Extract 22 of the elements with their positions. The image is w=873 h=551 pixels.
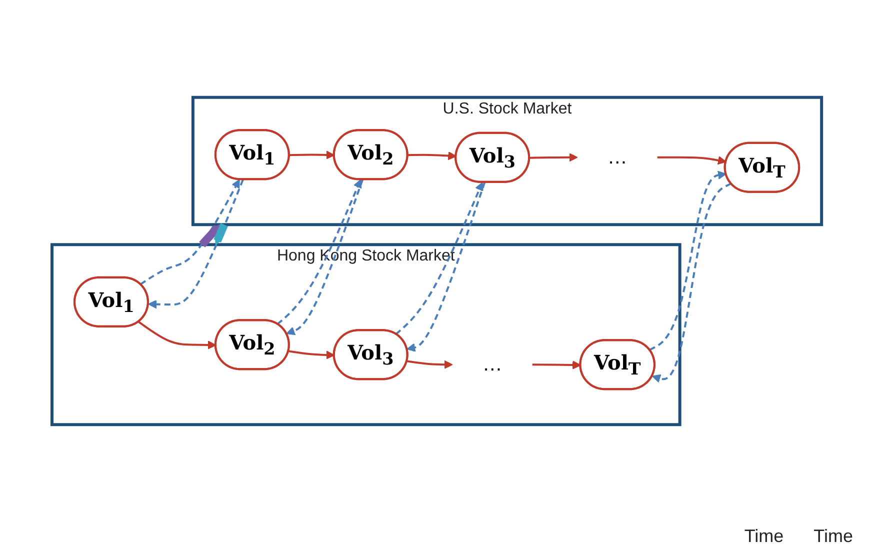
axis-label: Time xyxy=(814,526,853,547)
arrow xyxy=(406,182,486,352)
arrow xyxy=(408,151,456,160)
arrow xyxy=(652,182,732,383)
arrow xyxy=(213,223,228,246)
arrow xyxy=(198,224,220,248)
arrow xyxy=(406,360,452,370)
arrow xyxy=(138,321,216,350)
arrow xyxy=(657,156,726,165)
arrow xyxy=(532,360,581,370)
arrow xyxy=(648,170,726,351)
axis-label: Time xyxy=(744,526,784,547)
arrow xyxy=(286,179,364,336)
arrow xyxy=(395,182,484,335)
arrow xyxy=(289,150,334,160)
arrow xyxy=(276,179,362,325)
node-text: … xyxy=(607,146,628,168)
arrow xyxy=(140,179,240,286)
arrow xyxy=(148,179,244,309)
arrow xyxy=(288,350,334,360)
node-text: … xyxy=(482,354,502,376)
arrow xyxy=(529,152,578,162)
